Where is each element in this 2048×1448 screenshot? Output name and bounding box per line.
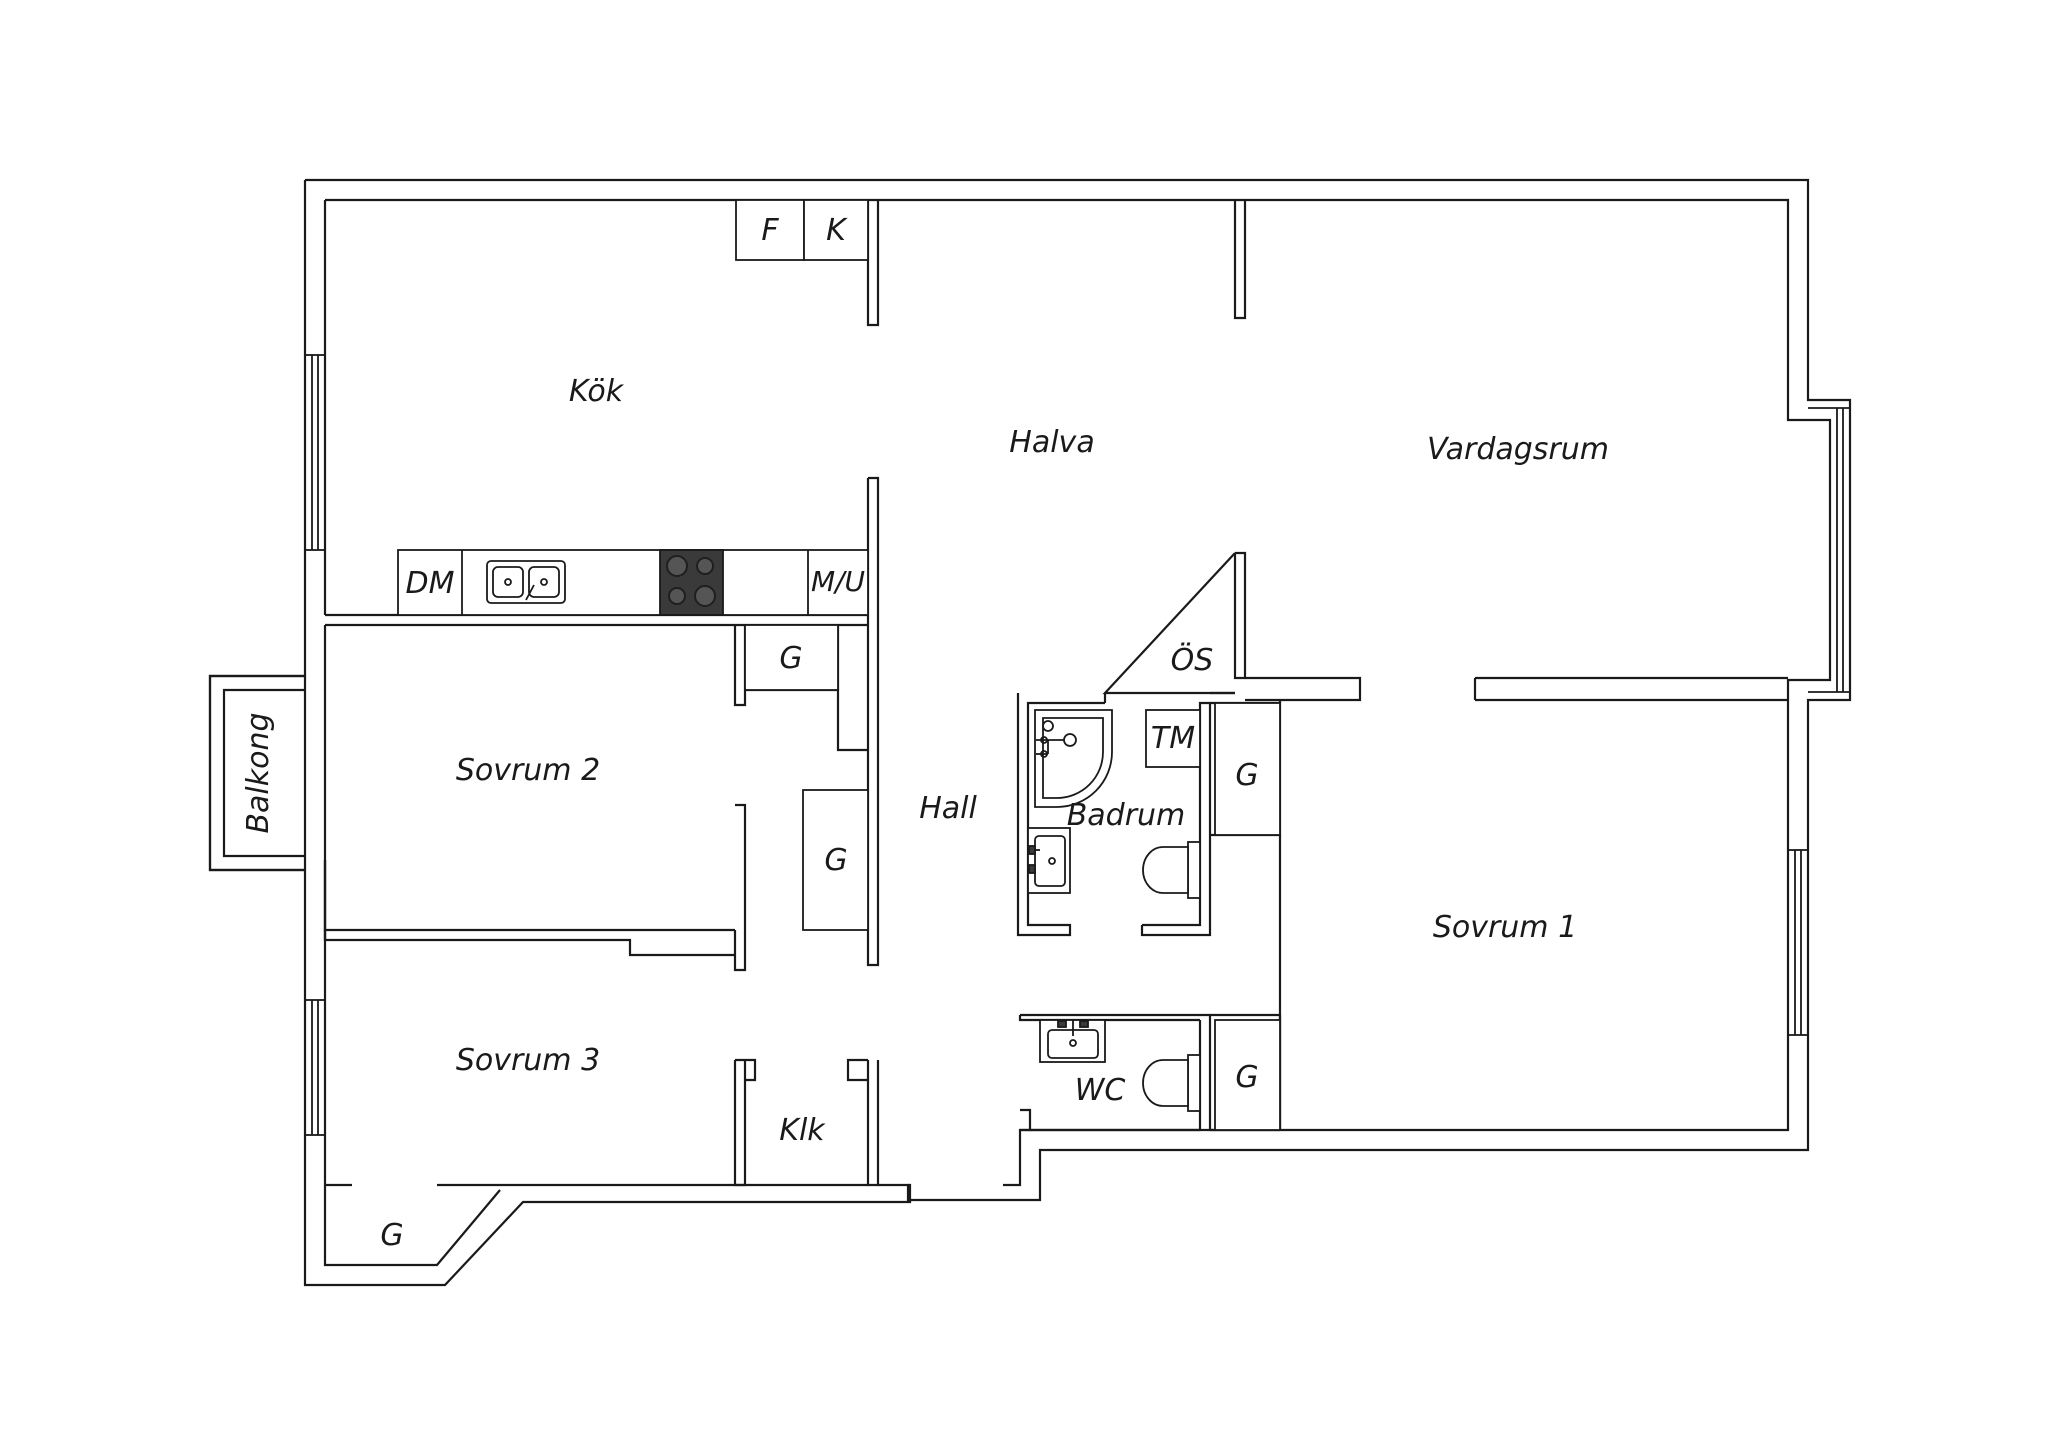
room-label-vardagsrum: Vardagsrum [1427,432,1609,467]
storage: G G G G G ÖS [380,624,1281,1253]
room-label-kok: Kök [569,374,625,409]
room-label-halva: Halva [1009,425,1094,460]
wc-toilet-icon [1142,1054,1201,1112]
stove-icon [659,549,724,616]
wc-sink-icon [1039,1019,1106,1063]
room-label-badrum: Badrum [1067,798,1186,833]
overhead-storage-label: ÖS [1171,642,1214,678]
tumble-dryer-label: TM [1151,721,1195,756]
wardrobe-sovrum2 [744,624,839,691]
room-label-wc: WC [1075,1073,1126,1108]
windows [304,354,1850,1136]
sovrum1-window [1787,849,1809,1036]
wardrobe-sovrum3-label: G [380,1218,403,1253]
kitchen-counter [397,549,869,616]
bathroom-sink-icon [1027,827,1071,894]
microwave-label: M/U [811,565,865,598]
sink-icon [486,560,566,604]
shower-icon [1034,709,1113,808]
dishwasher-label: DM [406,566,455,601]
room-label-sovrum2: Sovrum 2 [456,753,600,788]
sovrum3-window [304,999,326,1136]
wardrobe-sovrum1-label: G [1235,1060,1258,1095]
wardrobe-hall-label: G [824,843,847,878]
wardrobe-badrum-side-label: G [1235,758,1258,793]
wardrobe-hall [802,789,869,931]
fridge [735,199,805,261]
kitchen-fixtures: DM M/U F K [397,199,869,616]
room-label-sovrum1: Sovrum 1 [1433,910,1577,945]
wardrobe-badrum-side [1214,702,1281,836]
kitchen-window [304,354,326,551]
balcony [208,674,307,872]
room-labels: Kök Halva Vardagsrum Sovrum 2 Hall Badru… [241,374,1609,1148]
freezer-label: K [826,213,848,248]
room-label-sovrum3: Sovrum 3 [456,1043,600,1078]
toilet-icon [1142,841,1201,899]
freezer [803,199,869,261]
wardrobe-sovrum1 [1214,1019,1281,1131]
room-label-balkong: Balkong [241,712,276,833]
wardrobe-sovrum2-label: G [779,641,802,676]
bathroom-fixtures: TM [1027,709,1201,1112]
room-label-klk: Klk [779,1113,826,1148]
tumble-dryer [1145,709,1201,768]
room-label-hall: Hall [919,791,977,826]
fridge-label: F [761,213,779,248]
